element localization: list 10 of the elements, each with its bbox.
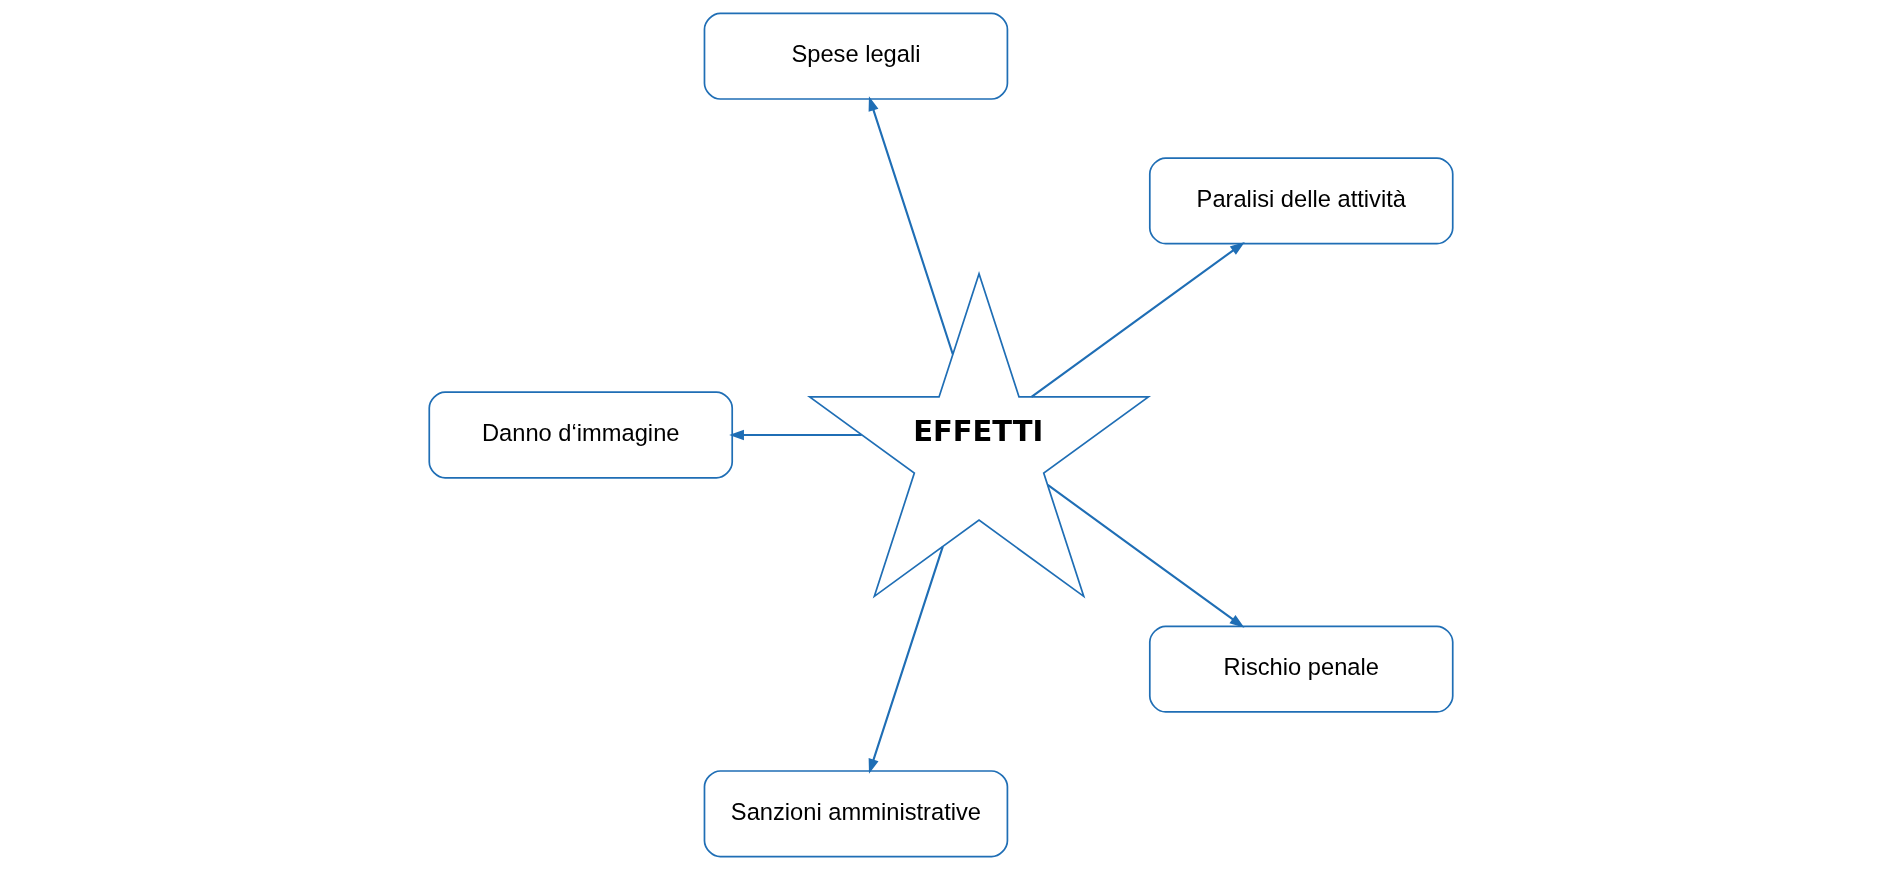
- node-box: Paralisi delle attività: [1148, 157, 1454, 245]
- node-box: Danno d‘immagine: [427, 391, 733, 479]
- arrow: [1030, 241, 1245, 398]
- node-box: Sanzioni amministrative: [703, 770, 1008, 858]
- arrow: [728, 429, 862, 441]
- arrow: [868, 546, 944, 774]
- node-box: Rischio penale: [1148, 625, 1454, 713]
- node-box: Spese legali: [703, 12, 1008, 100]
- arrow: [1046, 484, 1244, 628]
- arrow: [868, 96, 954, 355]
